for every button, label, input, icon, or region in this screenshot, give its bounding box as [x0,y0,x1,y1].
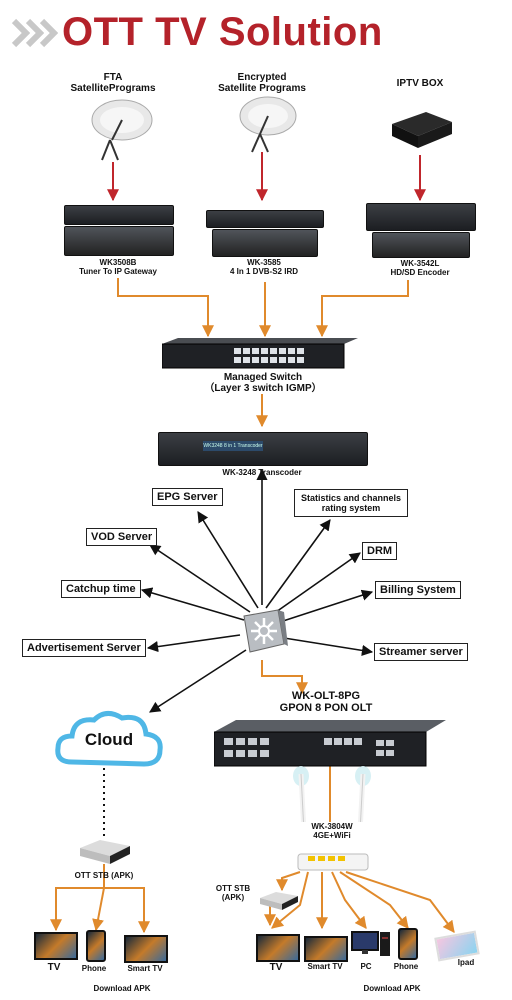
ipad-label: Ipad [457,958,475,967]
phone-label-right: Phone [393,962,419,971]
download-apk-label-right: Download APK [363,984,421,993]
tv-label-left: TV [47,962,61,973]
device-wk3508b-front [64,205,174,225]
device-wk3542l-front [366,203,476,231]
chevron-icon-1 [10,18,31,48]
smart-tv-icon-right [304,936,348,962]
download-apk-label-left: Download APK [93,984,151,993]
core-hub-icon [238,606,288,663]
switch-label: Managed Switch（Layer 3 switch IGMP） [204,372,322,394]
phone-icon-right [398,928,418,960]
device-wk3585-front [206,210,324,228]
drm-box: DRM [362,542,398,560]
streamer-server-box: Streamer server [374,643,468,661]
smart-tv-label-right: Smart TV [307,962,343,971]
transcoder-device: WK3248 8 in 1 Transcoder [158,432,368,466]
catchup-box: Catchup time [61,580,141,598]
pc-label: PC [360,962,372,971]
page-title: OTT TV Solution [62,10,383,54]
advertisement-server-box: Advertisement Server [22,639,146,657]
satellite-dish-icon-encrypted [232,94,302,159]
iptv-box-icon [386,104,456,159]
billing-system-box: Billing System [375,581,461,599]
ott-stb-label-right: OTT STB(APK) [215,884,251,902]
chevron-icon-3 [38,18,59,48]
pc-icon [350,930,392,965]
phone-icon-left [86,930,106,962]
tv-label-right: TV [269,962,283,973]
device-wk3508b-back [64,226,174,256]
cloud-icon [52,706,166,777]
hub-arrows [140,468,374,713]
satellite-dish-icon-fta [84,96,154,167]
olt-device [213,720,446,770]
transcoder-panel-display: WK3248 8 in 1 Transcoder [203,441,263,451]
epg-server-box: EPG Server [152,488,223,506]
chevron-icon-2 [24,18,45,48]
source-arrows [107,152,426,202]
smart-tv-icon-left [124,935,168,963]
ott-stb-label-left: OTT STB (APK) [74,871,134,880]
device-wk3542l-back [372,232,470,258]
managed-switch-device [161,338,358,370]
cloud-label: Cloud [84,730,134,749]
router-device [296,848,370,872]
tv-icon-right [256,934,300,962]
smart-tv-label-left: Smart TV [127,964,163,973]
device-wk3585-back [212,229,318,257]
transcoder-label: WK-3248 Transcoder [222,468,302,477]
ott-stb-device-right [258,890,300,917]
vod-server-box: VOD Server [86,528,158,546]
phone-label-left: Phone [81,964,107,973]
ott-stb-device-left [78,838,132,871]
switch-feed-lines [50,278,455,934]
source-label-iptv: IPTV BOX [396,78,444,89]
tv-icon-left [34,932,78,960]
